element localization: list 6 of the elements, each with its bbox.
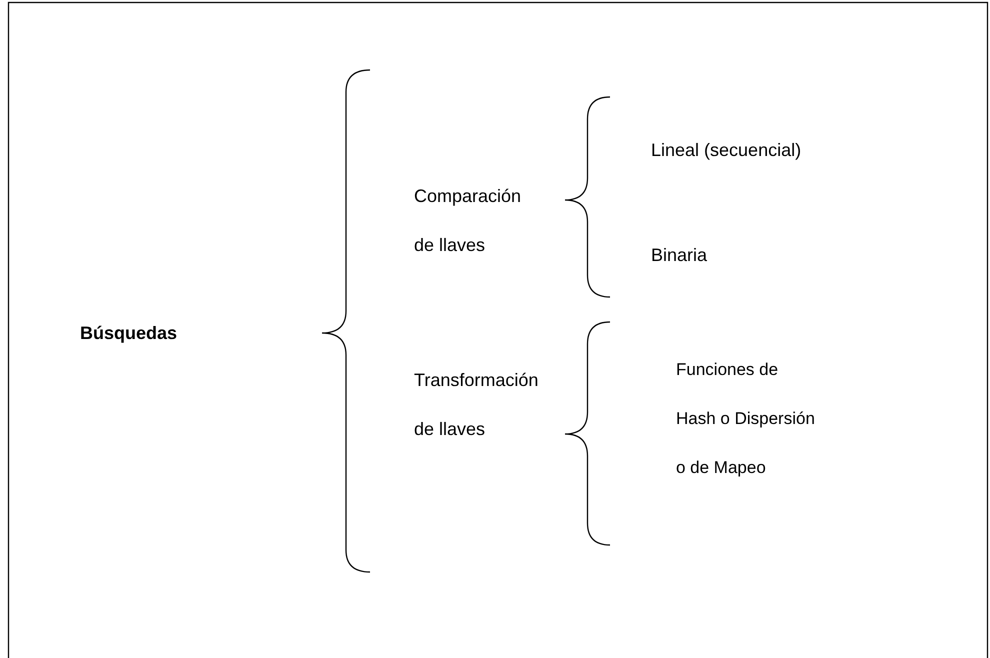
item-text: Funciones de Hash o Dispersión o de Mapeo <box>676 359 816 479</box>
item-text: Lineal (secuencial) <box>651 139 802 162</box>
category-text: Transformación de llaves <box>414 369 540 441</box>
heading-text: Búsquedas <box>80 322 178 345</box>
category-text: Comparación de llaves <box>414 185 522 257</box>
item-text: Binaria <box>651 244 708 267</box>
